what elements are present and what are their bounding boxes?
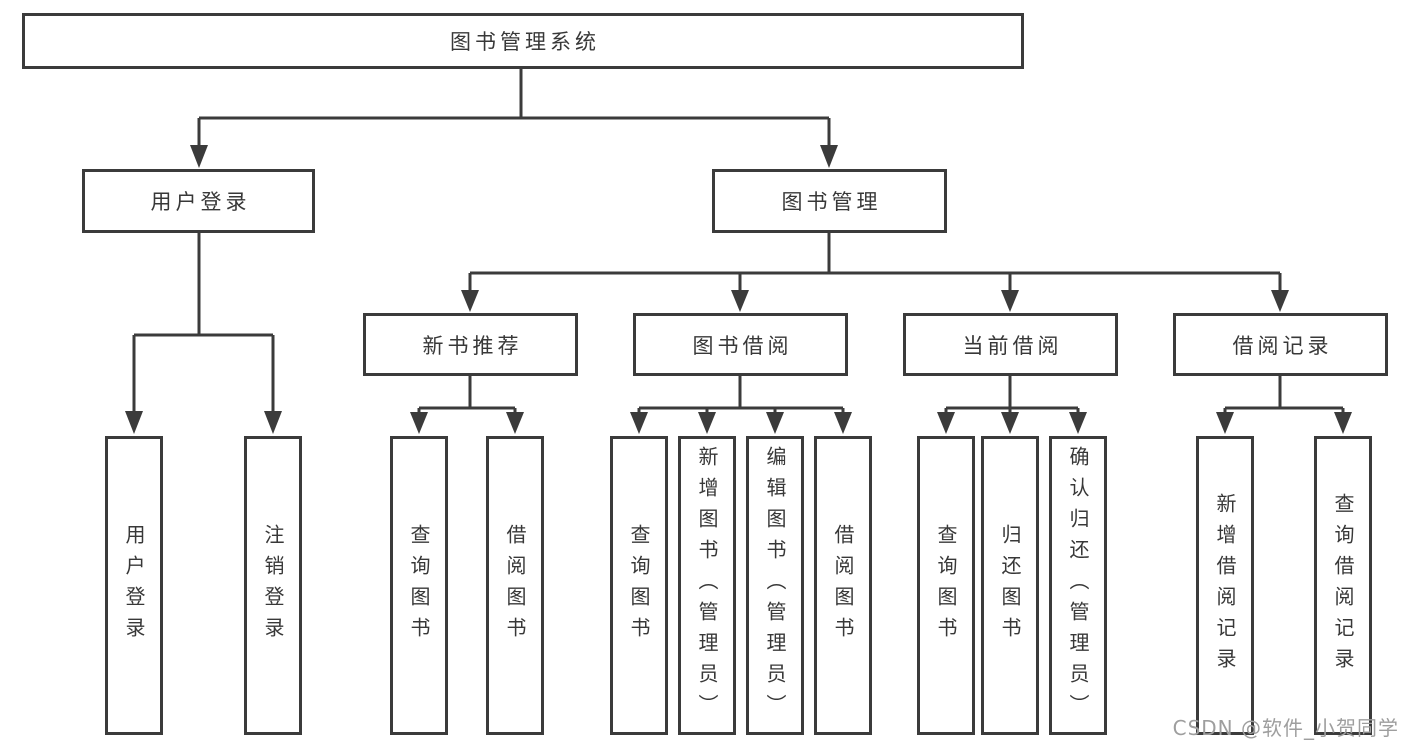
- connector-new-book-to-leaves: [410, 376, 524, 434]
- connector-current-borrow-to-leaves: [937, 376, 1087, 434]
- node-root-library-system: 图书管理系统: [22, 13, 1024, 69]
- node-book-management: 图书管理: [712, 169, 947, 233]
- connector-root-to-level2: [190, 69, 838, 168]
- leaf-return-books: 归还图书: [981, 436, 1039, 735]
- node-new-book-recommend: 新书推荐: [363, 313, 578, 376]
- leaf-query-books-recommend: 查询图书: [390, 436, 448, 735]
- leaf-add-borrow-record: 新增借阅记录: [1196, 436, 1254, 735]
- leaf-query-books-borrow: 查询图书: [610, 436, 668, 735]
- leaf-query-borrow-record: 查询借阅记录: [1314, 436, 1372, 735]
- leaf-confirm-return-admin: 确认归还（管理员）: [1049, 436, 1107, 735]
- leaf-logout: 注销登录: [244, 436, 302, 735]
- node-borrowing-records: 借阅记录: [1173, 313, 1388, 376]
- connector-user-login-to-leaves: [125, 233, 282, 434]
- connector-book-borrow-to-leaves: [630, 376, 852, 434]
- leaf-add-books-admin: 新增图书（管理员）: [678, 436, 736, 735]
- leaf-query-books-current: 查询图书: [917, 436, 975, 735]
- leaf-borrow-books-recommend: 借阅图书: [486, 436, 544, 735]
- node-book-borrowing: 图书借阅: [633, 313, 848, 376]
- leaf-borrow-books: 借阅图书: [814, 436, 872, 735]
- leaf-user-login: 用户登录: [105, 436, 163, 735]
- connector-borrow-records-to-leaves: [1216, 376, 1352, 434]
- connector-book-mgmt-to-level3: [461, 233, 1289, 312]
- node-user-login: 用户登录: [82, 169, 315, 233]
- leaf-edit-books-admin: 编辑图书（管理员）: [746, 436, 804, 735]
- node-current-borrowing: 当前借阅: [903, 313, 1118, 376]
- csdn-watermark: CSDN @软件_小贺同学: [1172, 716, 1399, 740]
